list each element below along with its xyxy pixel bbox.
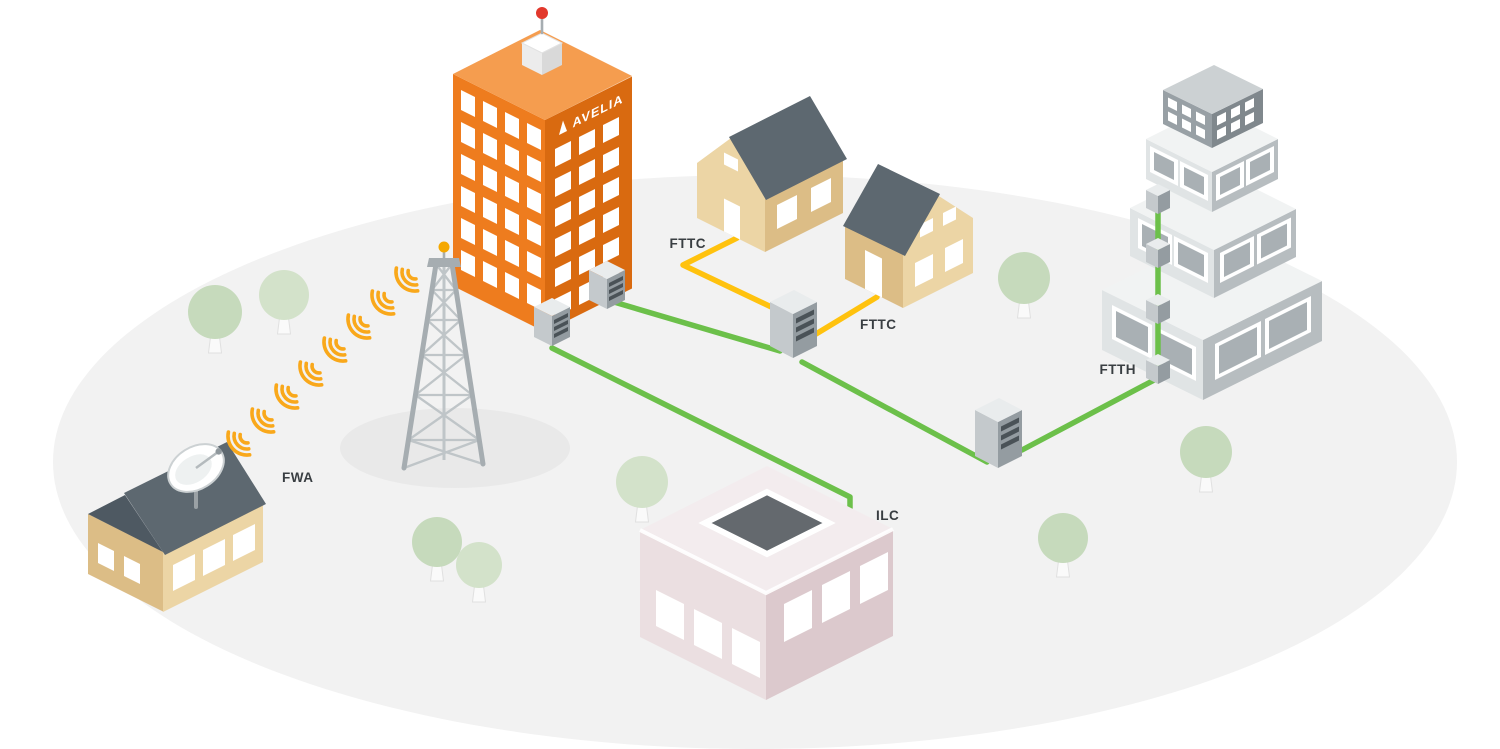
windows-grid	[784, 552, 888, 643]
fttc-line-house-right	[813, 294, 880, 337]
windows-grid	[173, 524, 255, 592]
cabinet-slots	[1001, 417, 1019, 450]
fiber-connector-box	[1146, 184, 1170, 214]
fttc-house-left	[697, 96, 847, 252]
ilc-roof-rim	[639, 527, 894, 596]
windows-grid	[1112, 304, 1196, 381]
windows-grid	[461, 89, 541, 310]
front-door	[724, 198, 740, 240]
tower-braces	[403, 263, 484, 470]
tree	[259, 270, 309, 335]
tree	[412, 517, 462, 582]
windows-grid	[656, 589, 760, 678]
fiber-lines	[549, 299, 1161, 511]
fiber-connector-boxes	[1146, 184, 1170, 384]
windows-grid	[1150, 145, 1208, 201]
windows-grid	[1220, 217, 1291, 284]
fiber-line-cabinet-to-cabinet	[799, 359, 990, 465]
house-roof	[729, 96, 847, 200]
label-fttc-left: FTTC	[670, 236, 707, 251]
fiber-connector-box	[1146, 294, 1170, 324]
house-front-wall	[163, 502, 263, 612]
fiber-connector-box	[1146, 238, 1170, 268]
tree	[456, 542, 502, 603]
fttc-line-house-left	[680, 235, 789, 317]
label-fwa: FWA	[282, 470, 314, 485]
windows-grid	[1216, 146, 1274, 202]
tower-beacon-icon	[438, 241, 450, 253]
roof-equipment	[520, 7, 564, 75]
windows-grid	[777, 178, 831, 230]
fiber-line-building-to-cabinet	[611, 299, 783, 354]
tree	[616, 456, 668, 523]
house-gable-wall	[697, 137, 765, 252]
tree	[1180, 426, 1232, 493]
avelia-logo-icon	[559, 120, 567, 136]
fttc-lines	[680, 235, 880, 337]
tower-legs	[401, 261, 486, 471]
radio-tower	[401, 241, 486, 471]
ilc-roof-courtyard	[698, 488, 836, 558]
label-ftth: FTTH	[1100, 362, 1137, 377]
ftth-building	[1102, 65, 1322, 400]
cabinet-slots	[554, 313, 568, 339]
mast-beacon-icon	[536, 7, 548, 19]
tree	[188, 285, 242, 354]
gable-window	[724, 152, 738, 172]
ilc-building	[639, 466, 894, 700]
windows-grid	[1168, 97, 1205, 139]
tree	[1038, 513, 1088, 578]
trees	[188, 252, 1232, 603]
fwa-house	[88, 442, 266, 612]
cabinet-slots	[609, 276, 623, 302]
building-distribution-box-a	[534, 298, 570, 346]
label-fttc-right: FTTC	[860, 317, 897, 332]
street-cabinet-east	[975, 398, 1022, 468]
diagram-labels: FWA FTTC FTTC ILC FTTH	[282, 236, 1136, 523]
house-side-wall	[765, 158, 843, 252]
cabinet-slots	[796, 309, 814, 342]
building-roof	[453, 30, 632, 120]
building-distribution-box-b	[589, 261, 625, 309]
windows-grid	[98, 542, 140, 584]
front-door	[865, 249, 882, 298]
fttc-house-right	[843, 164, 973, 308]
fiber-connector-box	[1146, 354, 1170, 384]
house-side-wall	[88, 514, 163, 612]
fiber-line-to-ilc	[549, 345, 853, 511]
house-gable	[88, 495, 163, 552]
avelia-building: AVELIA	[453, 7, 632, 332]
building-left-face	[453, 74, 545, 332]
windows-grid	[1217, 98, 1254, 140]
windows-grid	[1215, 296, 1311, 381]
tower-platform	[427, 258, 461, 267]
house-gable-wall	[903, 195, 973, 308]
street-cabinet-center	[770, 290, 817, 358]
house-side-wall	[845, 224, 903, 308]
satellite-dish-icon	[167, 443, 225, 493]
tier-4	[1163, 65, 1263, 148]
tree	[998, 252, 1050, 319]
fiber-line-cabinet-to-ftth	[1019, 375, 1161, 453]
label-ilc: ILC	[876, 508, 899, 523]
house-roof	[843, 164, 940, 256]
